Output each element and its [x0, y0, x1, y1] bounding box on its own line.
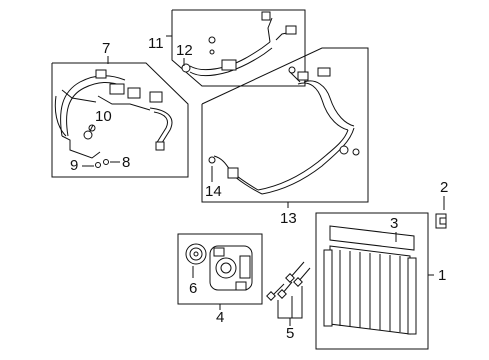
- callout-11: 11: [148, 35, 164, 52]
- bracket-2: [435, 213, 447, 229]
- callout-4: 4: [216, 309, 224, 326]
- line-assembly-13: [208, 66, 360, 195]
- callout-9: 9: [70, 157, 78, 174]
- callout-1: 1: [438, 267, 446, 284]
- box-7: [51, 62, 189, 178]
- box-13: [201, 47, 369, 203]
- compressor-4: [209, 245, 253, 291]
- hose-assembly-7: [54, 69, 173, 159]
- callout-5: 5: [286, 325, 294, 342]
- pulley-6: [185, 243, 207, 265]
- callout-6: 6: [189, 280, 197, 297]
- callout-14: 14: [205, 183, 222, 200]
- callout-3: 3: [390, 215, 398, 232]
- hose-11: [181, 11, 297, 77]
- box-11: [171, 9, 306, 87]
- callout-13: 13: [280, 210, 297, 227]
- callout-12: 12: [176, 42, 193, 59]
- bolts-5: [266, 261, 311, 301]
- callout-2: 2: [440, 179, 448, 196]
- callout-10: 10: [95, 108, 112, 125]
- callout-8: 8: [122, 154, 130, 171]
- condenser-1: [323, 225, 417, 335]
- callout-7: 7: [102, 40, 110, 57]
- box-1: [315, 212, 429, 350]
